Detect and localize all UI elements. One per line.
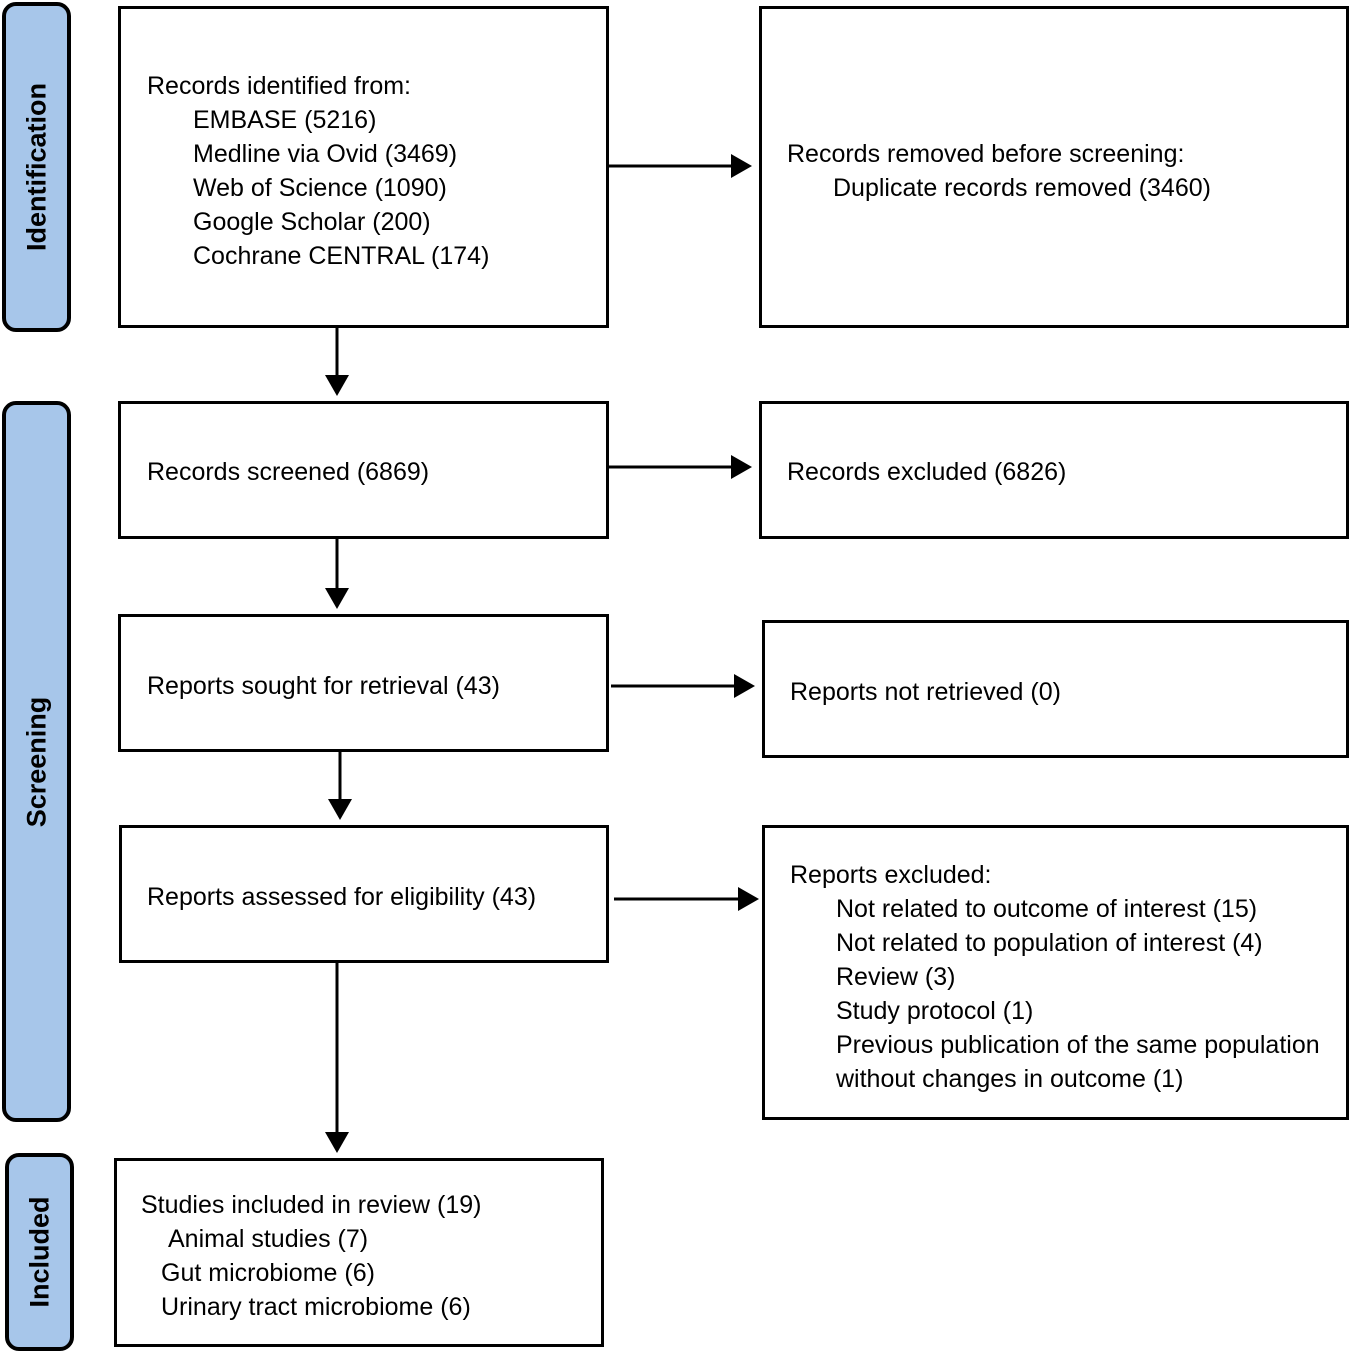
excluded-reason-population: Not related to population of interest (4… xyxy=(836,929,1263,957)
excluded-reason-previous-publication: Previous publication of the same populat… xyxy=(836,1031,1320,1059)
included-animal-studies: Animal studies (7) xyxy=(168,1225,369,1253)
reports-sought-box: Reports sought for retrieval (43) xyxy=(118,614,609,752)
included-urinary-microbiome: Urinary tract microbiome (6) xyxy=(161,1293,471,1321)
reports-excluded-heading: Reports excluded: xyxy=(790,861,992,889)
reports-sought-text: Reports sought for retrieval (43) xyxy=(147,672,500,700)
records-removed-heading: Records removed before screening: xyxy=(787,140,1185,168)
phase-screening: Screening xyxy=(2,401,71,1122)
source-google-scholar: Google Scholar (200) xyxy=(193,208,431,236)
excluded-reason-review: Review (3) xyxy=(836,963,956,991)
reports-excluded-box: Reports excluded: Not related to outcome… xyxy=(762,825,1349,1120)
included-gut-microbiome: Gut microbiome (6) xyxy=(161,1259,375,1287)
studies-included-box: Studies included in review (19) Animal s… xyxy=(114,1158,604,1347)
records-screened-text: Records screened (6869) xyxy=(147,458,430,486)
reports-not-retrieved-box: Reports not retrieved (0) xyxy=(762,620,1349,758)
records-excluded-text: Records excluded (6826) xyxy=(787,458,1067,486)
source-embase: EMBASE (5216) xyxy=(193,106,377,134)
records-identified-box: Records identified from: EMBASE (5216) M… xyxy=(118,6,609,328)
reports-assessed-text: Reports assessed for eligibility (43) xyxy=(147,883,537,911)
excluded-reason-previous-publication-cont: without changes in outcome (1) xyxy=(836,1065,1184,1093)
records-excluded-box: Records excluded (6826) xyxy=(759,401,1349,539)
excluded-reason-outcome: Not related to outcome of interest (15) xyxy=(836,895,1258,923)
phase-identification: Identification xyxy=(2,2,71,332)
records-screened-box: Records screened (6869) xyxy=(118,401,609,539)
studies-included-heading: Studies included in review (19) xyxy=(141,1191,482,1219)
duplicates-removed: Duplicate records removed (3460) xyxy=(833,174,1211,202)
reports-not-retrieved-text: Reports not retrieved (0) xyxy=(790,678,1061,706)
source-medline: Medline via Ovid (3469) xyxy=(193,140,458,168)
records-removed-box: Records removed before screening: Duplic… xyxy=(759,6,1349,328)
excluded-reason-protocol: Study protocol (1) xyxy=(836,997,1034,1025)
phase-included: Included xyxy=(5,1153,74,1351)
source-web-of-science: Web of Science (1090) xyxy=(193,174,447,202)
reports-assessed-box: Reports assessed for eligibility (43) xyxy=(119,825,609,963)
records-identified-heading: Records identified from: xyxy=(147,72,412,100)
source-cochrane: Cochrane CENTRAL (174) xyxy=(193,242,490,270)
